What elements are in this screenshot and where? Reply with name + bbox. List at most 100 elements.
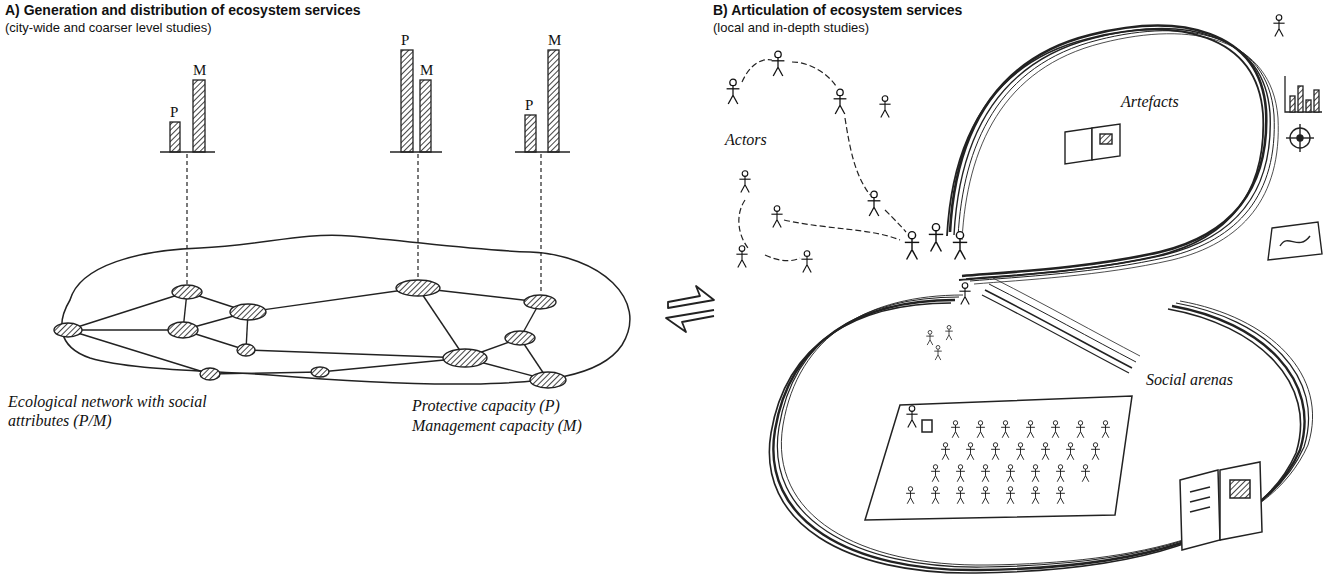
actor-figure: [959, 283, 970, 305]
actor-figure: [926, 330, 934, 345]
audience-figure: [1056, 487, 1065, 504]
bar-label: M: [420, 61, 433, 79]
audience-figure: [1041, 443, 1050, 460]
audience-figure: [906, 406, 1110, 504]
chart-icon: [1290, 96, 1295, 112]
audience-figure: [956, 487, 965, 504]
audience-figure: [1076, 421, 1085, 438]
actor-figure: [739, 171, 750, 193]
actor-tie: [845, 118, 870, 195]
city-outline: [62, 235, 630, 384]
audience-figure: [991, 443, 1000, 460]
audience-figure: [906, 487, 915, 504]
book-icon: [1180, 470, 1220, 550]
connection-swoosh: [777, 297, 1308, 567]
map-icon: [1268, 222, 1322, 260]
network-node: [237, 344, 255, 356]
audience-figure: [1101, 421, 1110, 438]
audience-figure: [1091, 443, 1100, 460]
panel-subtitle: (local and in-depth studies): [713, 20, 869, 36]
audience-figure: [1066, 443, 1075, 460]
network-node: [54, 323, 82, 337]
bar-label: P: [525, 96, 533, 114]
bar-leader: [187, 154, 541, 294]
actor-figure: [945, 325, 953, 340]
exchange-arrow: [666, 286, 714, 332]
audience-figure: [1016, 443, 1025, 460]
actor-tie: [885, 210, 906, 232]
panel-title: B) Articulation of ecosystem services: [713, 2, 962, 19]
connection-swoosh: [958, 31, 1274, 281]
actor-tie: [742, 60, 772, 82]
audience-figure: [906, 406, 917, 428]
bar-label: M: [193, 61, 206, 79]
bar-chart: [401, 50, 413, 152]
connection-swoosh: [769, 303, 1300, 573]
connection-swoosh: [769, 26, 1312, 573]
network-links: [418, 288, 465, 358]
book-icon: [1065, 128, 1092, 164]
actor-figure: [736, 246, 747, 268]
actor-figure: [801, 251, 812, 273]
book-icon: [1065, 124, 1120, 164]
map-icon: [1268, 222, 1322, 260]
connection-swoosh: [985, 290, 1132, 368]
target-icon: [1299, 124, 1300, 152]
audience-figure: [981, 465, 990, 482]
book-icon: [1190, 497, 1210, 502]
bar-label: M: [548, 31, 561, 49]
bar-chart: [160, 50, 570, 152]
actor-figure: [834, 89, 847, 114]
actor-figure: [727, 15, 1285, 360]
bar-leader: [417, 154, 418, 279]
network-node: [54, 280, 566, 388]
chart-icon: [1314, 90, 1319, 112]
audience-figure: [931, 487, 940, 504]
actor-tie: [739, 60, 906, 261]
chart-icon: [1285, 76, 1322, 112]
network-node: [200, 368, 220, 380]
target-icon: [1286, 124, 1314, 152]
chart-icon: [1285, 76, 1322, 112]
connection-swoosh: [781, 295, 1312, 565]
audience-figure: [941, 443, 950, 460]
audience-figure: [1006, 487, 1015, 504]
bar-chart: [160, 151, 215, 152]
actor-figure: [929, 224, 943, 252]
legend-note: Management capacity (M): [412, 416, 582, 435]
actor-tie: [739, 200, 748, 248]
audience-figure: [1006, 465, 1015, 482]
group-label: Artefacts: [1118, 92, 1182, 111]
book-icon: [1190, 507, 1210, 512]
audience-figure: [1056, 465, 1065, 482]
connection-swoosh: [993, 278, 1140, 356]
network-node: [524, 295, 556, 309]
connection-swoosh: [954, 29, 1270, 279]
connection-swoosh: [962, 34, 1278, 284]
book-icon: [1100, 134, 1112, 144]
network-node: [168, 322, 198, 338]
classroom: [922, 420, 932, 432]
legend-note: Protective capacity (P): [412, 396, 560, 415]
actor-figure: [727, 79, 740, 104]
actor-figure: [879, 96, 890, 118]
audience-figure: [966, 443, 975, 460]
book-icon: [1230, 480, 1250, 498]
audience-figure: [1031, 465, 1040, 482]
group-label: Social arenas: [1143, 370, 1236, 389]
network-node: [505, 331, 535, 345]
network-links: [68, 288, 548, 380]
network-links: [248, 288, 418, 312]
audience-figure: [981, 487, 990, 504]
bar-leader: [186, 154, 187, 284]
bar-chart: [420, 80, 431, 152]
actor-figure: [868, 191, 881, 216]
audience-figure: [951, 421, 960, 438]
network-links: [210, 372, 320, 374]
audience-figure: [931, 465, 940, 482]
exchange-arrow: [666, 310, 714, 332]
actor-tie: [784, 220, 900, 240]
actor-figure: [772, 51, 785, 76]
actor-figure: [953, 232, 967, 260]
